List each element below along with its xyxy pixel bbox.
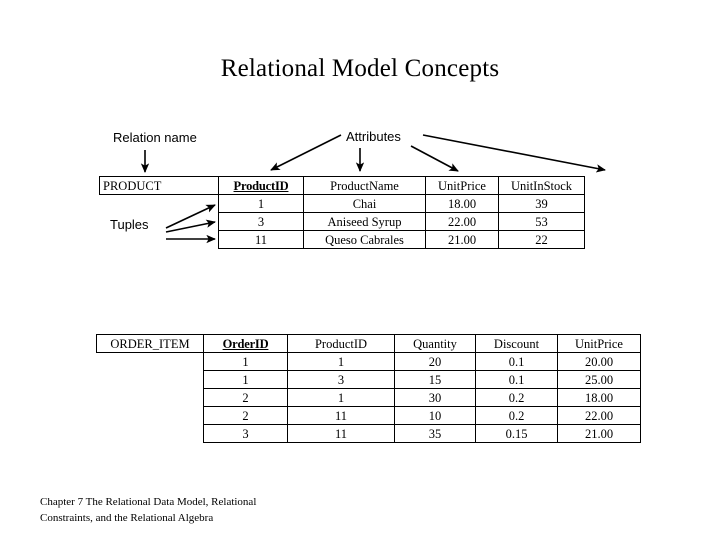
annotation-relation-name: Relation name [113, 130, 197, 145]
table-header-row: ORDER_ITEM OrderID ProductID Quantity Di… [96, 334, 641, 353]
cell-unitinstock: 39 [498, 194, 585, 213]
table-row: 11 Queso Cabrales 21.00 22 [100, 230, 585, 249]
table-row: 3 Aniseed Syrup 22.00 53 [100, 212, 585, 231]
cell-unitinstock: 53 [498, 212, 585, 231]
cell-discount: 0.2 [475, 388, 558, 407]
product-relation-table: PRODUCT ProductID ProductName UnitPrice … [99, 176, 585, 249]
cell-orderid: 1 [203, 370, 288, 389]
spacer-cell [97, 407, 204, 425]
cell-productid: 11 [218, 230, 304, 249]
cell-productid: 3 [287, 370, 395, 389]
cell-quantity: 15 [394, 370, 476, 389]
table-header-row: PRODUCT ProductID ProductName UnitPrice … [99, 176, 585, 195]
cell-unitprice: 21.00 [425, 230, 499, 249]
cell-unitprice: 25.00 [557, 370, 641, 389]
spacer-cell [100, 195, 219, 213]
column-header-unitprice: UnitPrice [557, 334, 641, 353]
table-row: 2 1 30 0.2 18.00 [97, 388, 641, 407]
cell-productid: 11 [287, 406, 395, 425]
column-header-quantity: Quantity [394, 334, 476, 353]
column-header-orderid: OrderID [203, 334, 288, 353]
footer-line-2: Constraints, and the Relational Algebra [40, 512, 214, 524]
cell-productid: 1 [218, 194, 304, 213]
cell-quantity: 35 [394, 424, 476, 443]
table-row: 1 3 15 0.1 25.00 [97, 370, 641, 389]
column-header-unitinstock: UnitInStock [498, 176, 585, 195]
primary-key-label: ProductID [233, 178, 289, 193]
spacer-cell [97, 371, 204, 389]
order-item-relation-table: ORDER_ITEM OrderID ProductID Quantity Di… [96, 334, 641, 443]
cell-unitprice: 22.00 [425, 212, 499, 231]
table-row: 1 Chai 18.00 39 [100, 194, 585, 213]
column-header-discount: Discount [475, 334, 558, 353]
cell-orderid: 2 [203, 388, 288, 407]
cell-quantity: 30 [394, 388, 476, 407]
annotation-attributes: Attributes [346, 129, 401, 144]
spacer-cell [100, 213, 219, 231]
relation-name-cell: ORDER_ITEM [96, 334, 204, 353]
arrow-attributes-unitprice [410, 145, 459, 172]
spacer-cell [97, 425, 204, 443]
column-header-productid: ProductID [287, 334, 395, 353]
arrow-attributes-productid [270, 134, 342, 171]
cell-unitprice: 21.00 [557, 424, 641, 443]
cell-unitprice: 20.00 [557, 352, 641, 371]
column-header-unitprice: UnitPrice [425, 176, 499, 195]
cell-quantity: 10 [394, 406, 476, 425]
relation-name-cell: PRODUCT [99, 176, 219, 195]
cell-unitprice: 18.00 [557, 388, 641, 407]
cell-unitprice: 22.00 [557, 406, 641, 425]
table-row: 2 11 10 0.2 22.00 [97, 406, 641, 425]
annotation-tuples: Tuples [110, 217, 149, 232]
slide-footer: Chapter 7 The Relational Data Model, Rel… [40, 494, 370, 526]
cell-discount: 0.1 [475, 352, 558, 371]
spacer-cell [97, 353, 204, 371]
column-header-productname: ProductName [303, 176, 426, 195]
cell-productname: Aniseed Syrup [303, 212, 426, 231]
arrow-attributes-unitinstock [422, 134, 606, 173]
cell-productid: 1 [287, 352, 395, 371]
page-title: Relational Model Concepts [220, 55, 500, 82]
cell-orderid: 2 [203, 406, 288, 425]
cell-quantity: 20 [394, 352, 476, 371]
cell-productid: 11 [287, 424, 395, 443]
spacer-cell [97, 389, 204, 407]
cell-unitprice: 18.00 [425, 194, 499, 213]
cell-unitinstock: 22 [498, 230, 585, 249]
footer-line-1: Chapter 7 The Relational Data Model, Rel… [40, 496, 257, 508]
cell-orderid: 3 [203, 424, 288, 443]
table-row: 1 1 20 0.1 20.00 [97, 352, 641, 371]
cell-discount: 0.1 [475, 370, 558, 389]
table-row: 3 11 35 0.15 21.00 [97, 424, 641, 443]
cell-discount: 0.2 [475, 406, 558, 425]
spacer-cell [100, 231, 219, 249]
cell-productname: Queso Cabrales [303, 230, 426, 249]
cell-productid: 3 [218, 212, 304, 231]
cell-discount: 0.15 [475, 424, 558, 443]
cell-orderid: 1 [203, 352, 288, 371]
cell-productname: Chai [303, 194, 426, 213]
primary-key-label: OrderID [222, 336, 269, 351]
cell-productid: 1 [287, 388, 395, 407]
column-header-productid: ProductID [218, 176, 304, 195]
